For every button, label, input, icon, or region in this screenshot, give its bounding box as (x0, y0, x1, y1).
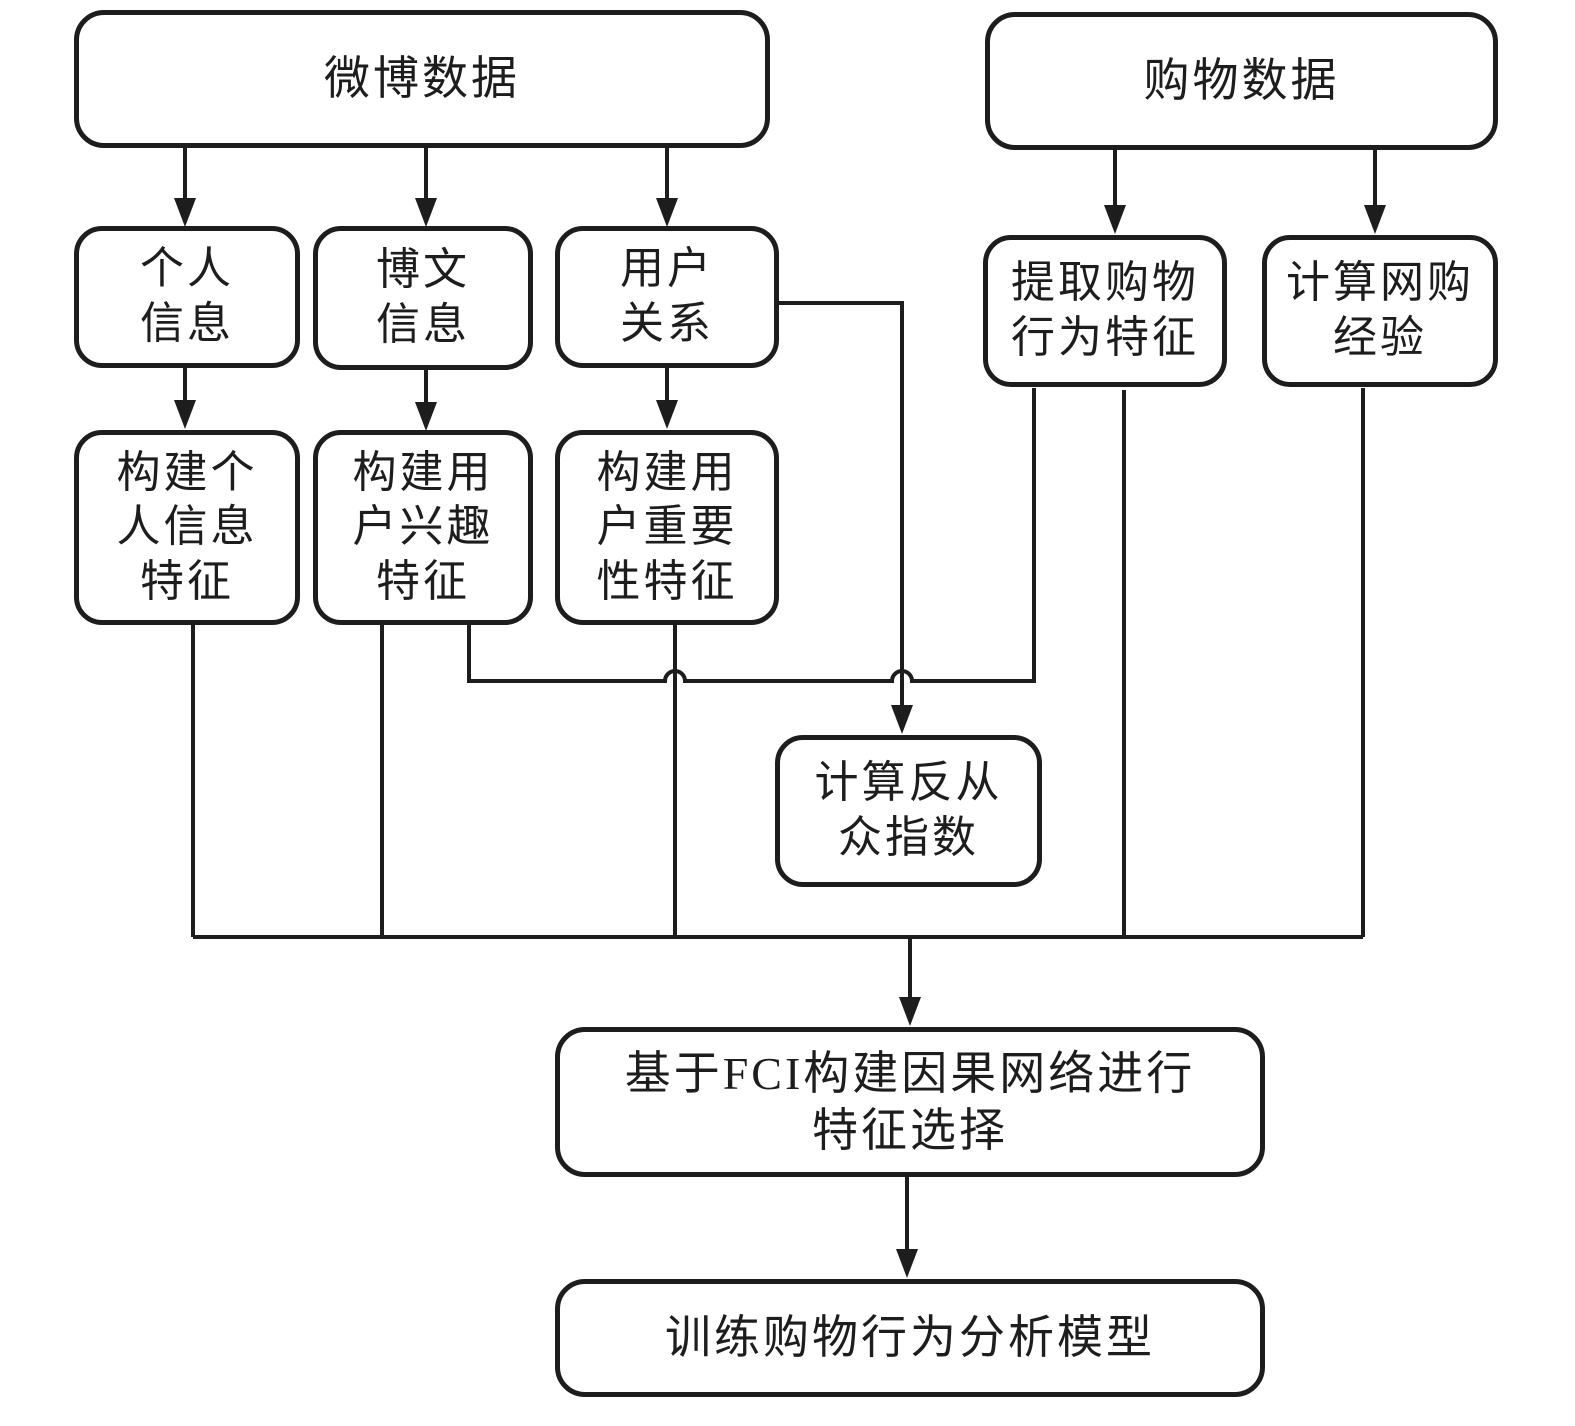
arrowhead-calc-experience (1364, 205, 1386, 234)
node-fci-feature-selection: 基于FCI构建因果网络进行 特征选择 (555, 1027, 1265, 1177)
node-train-model-label: 训练购物行为分析模型 (665, 1312, 1155, 1364)
node-build-importance-features: 构建用 户重要 性特征 (555, 430, 779, 625)
node-calc-online-shopping-exp: 计算网购 经验 (1262, 235, 1498, 387)
node-calc-anti-conformity-label: 计算反从 众指数 (814, 758, 1003, 862)
node-weibo-data-label: 微博数据 (324, 53, 520, 105)
node-blog-info: 博文 信息 (313, 226, 533, 370)
arrowhead-extract-behavior (1104, 205, 1126, 234)
node-extract-shopping-behavior: 提取购物 行为特征 (983, 235, 1227, 387)
node-user-relation: 用户 关系 (555, 226, 779, 368)
arrowhead-build-personal (174, 400, 196, 429)
arrowhead-user-relation (656, 198, 678, 227)
node-build-personal-features-label: 构建个 人信息 特征 (116, 447, 258, 606)
edge-build-interest-to-extract-link (467, 388, 1036, 683)
node-fci-feature-selection-label: 基于FCI构建因果网络进行 特征选择 (624, 1047, 1196, 1156)
arrowhead-build-importance (656, 400, 678, 429)
node-calc-online-shopping-exp-label: 计算网购 经验 (1286, 258, 1474, 362)
node-weibo-data: 微博数据 (74, 10, 770, 148)
arrowhead-build-interest (415, 402, 437, 431)
node-train-model: 训练购物行为分析模型 (555, 1279, 1265, 1397)
node-blog-info-label: 博文 信息 (376, 245, 470, 349)
node-build-interest-features: 构建用 户兴趣 特征 (313, 430, 533, 625)
arrowhead-blog-info (415, 198, 437, 227)
node-build-interest-features-label: 构建用 户兴趣 特征 (352, 447, 494, 606)
node-calc-anti-conformity: 计算反从 众指数 (775, 735, 1042, 887)
edge-user-relation-to-anti-conformity (779, 301, 904, 708)
arrowhead-fci (899, 997, 921, 1026)
arrowhead-train (896, 1249, 918, 1278)
node-extract-shopping-behavior-label: 提取购物 行为特征 (1011, 258, 1199, 362)
node-build-personal-features: 构建个 人信息 特征 (74, 430, 300, 625)
node-shopping-data: 购物数据 (985, 12, 1498, 150)
node-user-relation-label: 用户 关系 (620, 244, 714, 348)
node-personal-info-label: 个人 信息 (140, 244, 234, 348)
node-personal-info: 个人 信息 (74, 226, 300, 368)
node-shopping-data-label: 购物数据 (1143, 55, 1340, 107)
node-build-importance-features-label: 构建用 户重要 性特征 (596, 447, 738, 606)
arrowhead-anti-conformity (891, 705, 913, 734)
arrowhead-personal-info (174, 198, 196, 227)
